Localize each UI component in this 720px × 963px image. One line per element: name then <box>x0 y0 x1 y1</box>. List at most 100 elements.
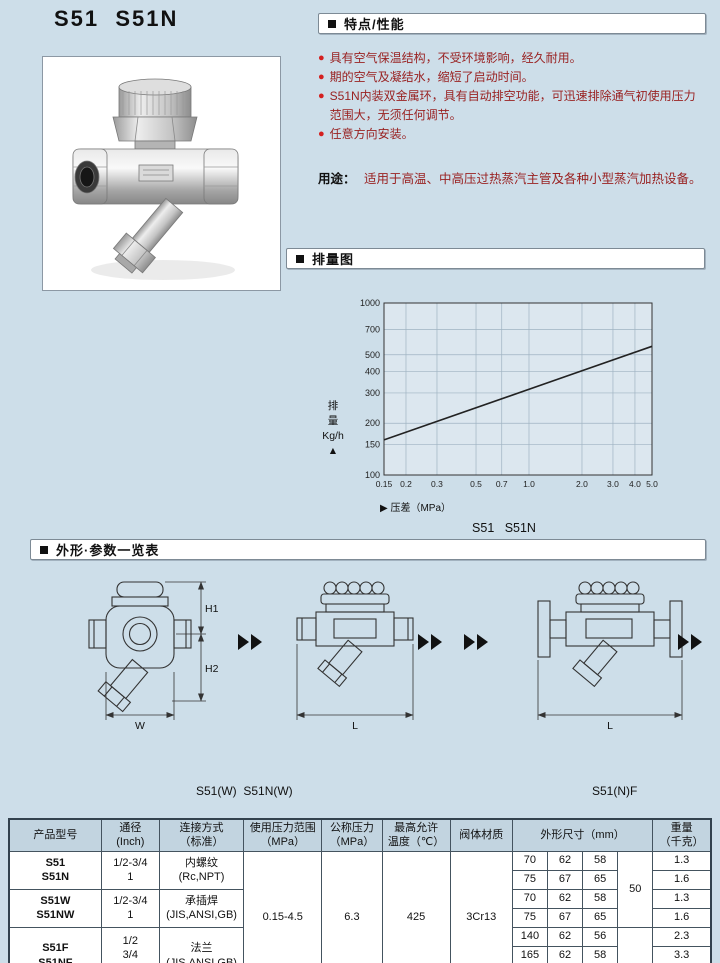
section-header-discharge: 排量图 <box>286 248 705 269</box>
svg-text:5.0: 5.0 <box>646 479 658 489</box>
cell-dim: 65 <box>582 869 619 890</box>
svg-text:1000: 1000 <box>360 298 380 308</box>
table-row: S51 S51N 1/2-3/4 1 内螺纹 (Rc,NPT) 0.15-4.5… <box>8 850 712 963</box>
drawing-caption-left: S51(W) S51N(W) <box>196 784 293 798</box>
svg-text:300: 300 <box>365 388 380 398</box>
svg-text:2.0: 2.0 <box>576 479 588 489</box>
cell-dim-empty <box>617 926 654 963</box>
col-header-size: 通径 (Inch) <box>100 818 160 852</box>
feature-item: ● 任意方向安装。 <box>318 125 702 144</box>
cell-dim: 58 <box>582 850 619 871</box>
usage-text: 适用于高温、中高压过热蒸汽主管及各种小型蒸汽加热设备。 <box>364 172 702 186</box>
table-row: 75 67 65 1.6 <box>9 907 712 928</box>
cell-weight: 1.3 <box>652 888 712 909</box>
col-header-pressure-range: 使用压力范围 （MPa） <box>243 818 323 852</box>
dim-label-h1: H1 <box>205 603 219 615</box>
section-header-dimensions: 外形·参数一览表 <box>30 539 706 560</box>
table-row: S51F S51NF 1/2 3/4 1 法兰 (JIS,ANSI,GB) 14… <box>8 926 712 963</box>
svg-text:0.7: 0.7 <box>496 479 508 489</box>
cell-dim: 75 <box>511 907 548 928</box>
section-title: 特点/性能 <box>344 17 405 32</box>
cell-dim: 75 <box>511 869 548 890</box>
dim-label-l-mid: L <box>352 720 358 732</box>
svg-text:0.5: 0.5 <box>470 479 482 489</box>
cell-connection: 法兰 (JIS,ANSI,GB) <box>158 926 245 963</box>
section-title: 外形·参数一览表 <box>56 543 160 558</box>
cell-dim: 165 <box>511 945 548 963</box>
cell-weight: 1.6 <box>652 907 712 928</box>
cell-dim: 140 <box>511 926 548 947</box>
svg-text:1.0: 1.0 <box>523 479 535 489</box>
cell-sizes: 1/2-3/4 1 <box>100 888 160 928</box>
cell-models: S51W S51NW <box>8 888 102 928</box>
cell-dim: 62 <box>546 945 584 963</box>
cell-connection: 承插焊 (JIS,ANSI,GB) <box>158 888 245 928</box>
col-header-connection: 连接方式 （标准） <box>158 818 245 852</box>
valve-front-view-drawing <box>88 581 206 720</box>
product-photo <box>72 78 239 280</box>
cell-weight: 3.3 <box>652 945 712 963</box>
product-photo-frame <box>42 56 281 291</box>
bullet-dot-icon: ● <box>318 52 325 64</box>
cell-weight: 1.6 <box>652 869 712 890</box>
svg-text:700: 700 <box>365 325 380 335</box>
feature-text: S51N内装双金属环，具有自动排空功能，可迅速排除通气初使用压力范围大，无须任何… <box>329 89 696 122</box>
svg-text:0.3: 0.3 <box>431 479 443 489</box>
feature-text: 任意方向安装。 <box>329 127 414 141</box>
cell-models: S51F S51NF <box>8 926 102 963</box>
feature-text: 期的空气及凝结水，缩短了启动时间。 <box>329 70 534 84</box>
cell-dim: 62 <box>546 926 584 947</box>
square-bullet-icon <box>328 19 336 28</box>
table-row: 165 62 58 3.3 <box>9 945 712 963</box>
table-header-row: 产品型号 通径 (Inch) 连接方式 （标准） 使用压力范围 （MPa） 公称… <box>8 818 712 852</box>
chart-y-axis-label: 排 量 Kg/h ▲ <box>322 400 344 457</box>
cell-dim-shared: 50 <box>617 850 654 928</box>
cell-dim: 70 <box>511 888 548 909</box>
section-header-features: 特点/性能 <box>318 13 706 34</box>
svg-text:0.2: 0.2 <box>400 479 412 489</box>
bullet-dot-icon: ● <box>318 128 325 140</box>
col-header-dimensions: 外形尺寸（mm） <box>511 818 654 852</box>
square-bullet-icon <box>40 545 48 554</box>
valve-socket-weld-drawing <box>296 581 414 720</box>
dim-label-w: W <box>135 720 145 732</box>
col-header-model: 产品型号 <box>8 818 102 852</box>
cell-models: S51 S51N <box>8 850 102 890</box>
cell-connection: 内螺纹 (Rc,NPT) <box>158 850 245 890</box>
cell-sizes: 1/2 3/4 1 <box>100 926 160 963</box>
feature-item: ● 具有空气保温结构，不受环境影响，经久耐用。 <box>318 49 702 68</box>
col-header-nominal-pressure: 公称压力 （MPa） <box>321 818 383 852</box>
page-title: S51 S51N <box>54 6 179 31</box>
cell-dim: 56 <box>582 926 619 947</box>
valve-flanged-drawing <box>537 581 683 720</box>
svg-text:4.0: 4.0 <box>629 479 641 489</box>
cell-weight: 2.3 <box>652 926 712 947</box>
chart-caption: S51 S51N <box>472 521 536 535</box>
cell-weight: 1.3 <box>652 850 712 871</box>
cell-material: 3Cr13 <box>449 850 513 963</box>
svg-text:500: 500 <box>365 350 380 360</box>
cell-dim: 67 <box>546 869 584 890</box>
svg-text:0.15: 0.15 <box>376 479 393 489</box>
feature-item: ● 期的空气及凝结水，缩短了启动时间。 <box>318 68 702 87</box>
section-title: 排量图 <box>312 252 355 267</box>
col-header-max-temp: 最高允许 温度（℃） <box>381 818 451 852</box>
cell-dim: 67 <box>546 907 584 928</box>
cell-dim: 62 <box>546 888 584 909</box>
dim-label-h2: H2 <box>205 663 219 675</box>
cell-dim: 58 <box>582 888 619 909</box>
cell-nominal-pressure: 6.3 <box>321 850 383 963</box>
drawing-caption-right: S51(N)F <box>592 784 638 798</box>
cell-dim: 62 <box>546 850 584 871</box>
cell-dim: 70 <box>511 850 548 871</box>
dimension-drawings: H1 H2 W L L <box>88 581 702 732</box>
cell-sizes: 1/2-3/4 1 <box>100 850 160 890</box>
usage-block: 用途： 适用于高温、中高压过热蒸汽主管及各种小型蒸汽加热设备。 <box>318 170 702 189</box>
cell-max-temp: 425 <box>381 850 451 963</box>
features-list: ● 具有空气保温结构，不受环境影响，经久耐用。 ● 期的空气及凝结水，缩短了启动… <box>318 49 702 189</box>
svg-text:150: 150 <box>365 440 380 450</box>
bullet-dot-icon: ● <box>318 90 325 102</box>
